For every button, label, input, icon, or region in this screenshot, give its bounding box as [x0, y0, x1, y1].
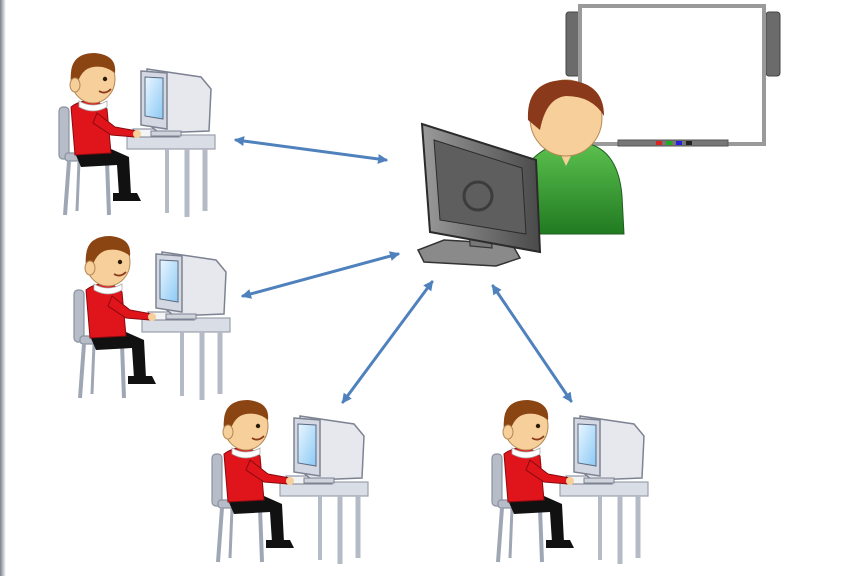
pen — [686, 141, 692, 145]
interactive-whiteboard-icon — [565, 4, 781, 147]
trousers — [75, 149, 131, 195]
crt-computer-icon — [140, 68, 212, 137]
link-arrow-student-1 — [234, 136, 388, 164]
student-head — [222, 400, 269, 451]
left-edge-strip — [0, 0, 6, 576]
link-arrow-student-3 — [341, 280, 434, 404]
crt-computer-icon — [155, 251, 227, 320]
shoe — [546, 540, 574, 548]
shoe — [266, 540, 294, 548]
hand — [133, 130, 141, 138]
student-head — [502, 400, 549, 451]
link-arrow-student-4 — [491, 284, 573, 403]
trousers — [508, 496, 564, 542]
speaker-left — [565, 11, 581, 77]
node-student-4 — [491, 400, 649, 564]
trousers — [90, 332, 146, 378]
shoe — [113, 193, 141, 201]
pen — [676, 141, 682, 145]
desktop-monitor-icon — [416, 122, 542, 267]
pen — [666, 141, 672, 145]
student-head — [84, 236, 131, 287]
monitor-panel — [433, 139, 527, 235]
hand — [566, 477, 574, 485]
desk-icon — [141, 317, 231, 400]
node-student-2 — [73, 236, 231, 400]
teacher-node — [416, 4, 781, 267]
desk-icon — [126, 134, 216, 217]
collar — [511, 447, 541, 459]
desk-icon — [559, 481, 649, 564]
collar — [78, 100, 108, 112]
shoe — [128, 376, 156, 384]
crt-computer-icon — [573, 415, 645, 484]
monitor-hinge — [462, 180, 494, 212]
desk-icon — [279, 481, 369, 564]
board — [578, 4, 766, 146]
collar — [231, 447, 261, 459]
pen-tray — [617, 139, 729, 147]
hand — [148, 313, 156, 321]
crt-computer-icon — [293, 415, 365, 484]
link-arrow-student-2 — [241, 251, 400, 299]
teacher-hair — [527, 80, 604, 130]
pen — [656, 141, 662, 145]
speaker-right — [765, 11, 781, 77]
hand — [286, 477, 294, 485]
trousers — [228, 496, 284, 542]
student-head — [69, 53, 116, 104]
node-student-1 — [58, 53, 216, 217]
teacher-figure — [519, 79, 625, 235]
links-layer — [234, 136, 573, 404]
collar — [93, 283, 123, 295]
node-student-3 — [211, 400, 369, 564]
students-layer — [58, 53, 649, 564]
